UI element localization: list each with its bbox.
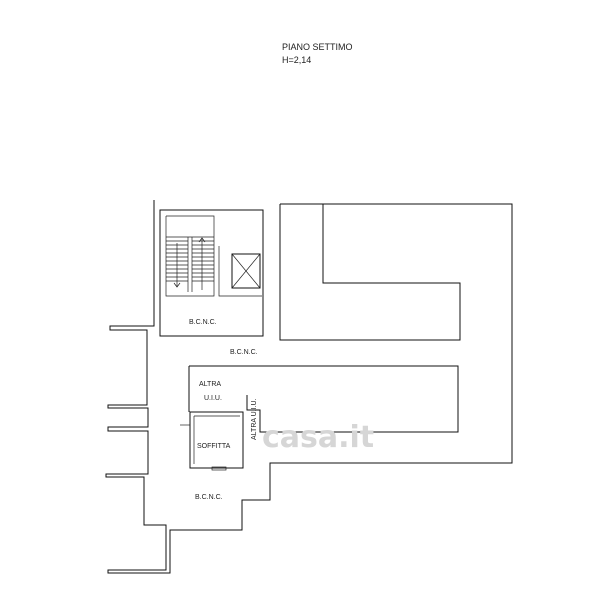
- room-label-soffitta: SOFFITTA: [197, 443, 231, 450]
- other-unit-outline: [189, 365, 459, 433]
- elevator-shaft: [231, 253, 261, 289]
- stairwell-inner-wall: [165, 215, 215, 297]
- stair-arrow-icon: [173, 237, 206, 290]
- room-label-bcnc-corridor: B.C.N.C.: [230, 349, 258, 356]
- building-outline: [105, 200, 513, 574]
- height-note: H=2,14: [282, 55, 311, 65]
- room-label-bcnc-stair: B.C.N.C.: [189, 319, 217, 326]
- soffitta-room: [189, 411, 244, 469]
- courtyard-outline: [279, 204, 461, 341]
- floor-title: PIANO SETTIMO: [282, 42, 353, 52]
- stair-treads: [166, 236, 214, 292]
- elevator-frame: [218, 246, 262, 297]
- room-label-altra: ALTRA: [199, 381, 221, 388]
- room-label-uiu: U.I.U.: [204, 395, 222, 402]
- soffitta-door: [211, 466, 227, 471]
- room-label-bcnc-lower: B.C.N.C.: [195, 494, 223, 501]
- elevator-cross-line: [231, 253, 261, 289]
- room-label-altra-vertical: ALTRA U.I.U.: [251, 398, 258, 440]
- stairwell-block: [159, 209, 264, 337]
- watermark-logo: casa.it: [262, 420, 374, 455]
